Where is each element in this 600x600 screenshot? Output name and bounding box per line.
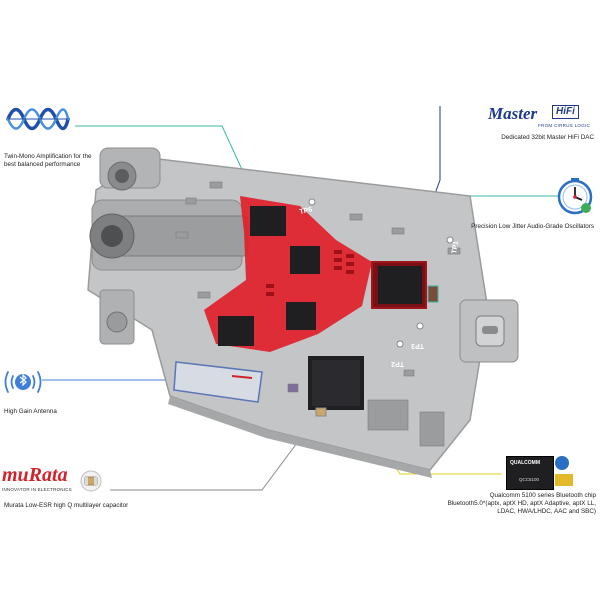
- tp2-label: TP2: [391, 360, 404, 367]
- dac-chip: [371, 261, 427, 309]
- oscillator-component: [427, 285, 439, 303]
- waveform-icon: [6, 107, 70, 131]
- test-points: [308, 198, 454, 348]
- master-hifi-logo: Master HiFi FROM CIRRUS LOGIC: [488, 104, 596, 130]
- mcx-connector: [99, 289, 135, 345]
- qcc-model: QCC5100: [519, 477, 540, 482]
- antenna-strip: [173, 361, 263, 403]
- murata-caption: Murata Low-ESR high Q multilayer capacit…: [4, 502, 129, 509]
- bluetooth-icon: [4, 371, 42, 393]
- headphone-jacks: [89, 147, 249, 271]
- clock-icon: [557, 178, 593, 215]
- cirrus-logo-sub: FROM CIRRUS LOGIC: [538, 123, 591, 128]
- murata-logo: muRata INNOVATOR IN ELECTRONICS: [2, 464, 112, 494]
- twin-mono-caption: Twin-Mono Amplification for the best bal…: [4, 153, 92, 168]
- bluetooth-chip: [308, 356, 364, 410]
- capacitor-component: [315, 407, 327, 417]
- qualcomm-chip-badge: QUALCOMM QCC5100: [506, 456, 554, 490]
- oscillator-caption: Precision Low Jitter Audio-Grade Oscilla…: [471, 223, 594, 230]
- amplifier-region: [204, 196, 372, 352]
- qualcomm-caption: Qualcomm 5100 series Bluetooth chip Blue…: [447, 492, 596, 515]
- tp1-label: TP1: [451, 240, 460, 254]
- tp3-label: TP3: [411, 342, 424, 349]
- codec-logos: [555, 456, 573, 488]
- murata-logo-sub: INNOVATOR IN ELECTRONICS: [2, 487, 72, 492]
- master-logo-word: Master: [488, 104, 538, 123]
- usb-c-port: [459, 299, 519, 363]
- capacitor-icon: [80, 470, 102, 492]
- master-hifi-caption: Dedicated 32bit Master HiFi DAC: [501, 134, 594, 141]
- hifi-logo-badge: HiFi: [552, 105, 579, 119]
- tp6-label: TP6: [299, 206, 313, 216]
- murata-logo-word: muRata: [2, 464, 68, 486]
- antenna-caption: High Gain Antenna: [4, 408, 57, 415]
- silkscreen-labels: TP6 TP1 TP3 TP2: [299, 206, 460, 367]
- aptx-hd-logo: [555, 456, 569, 470]
- qualcomm-brand: QUALCOMM: [510, 460, 540, 466]
- misc-components: [175, 181, 461, 447]
- hi-res-logo: [555, 474, 573, 486]
